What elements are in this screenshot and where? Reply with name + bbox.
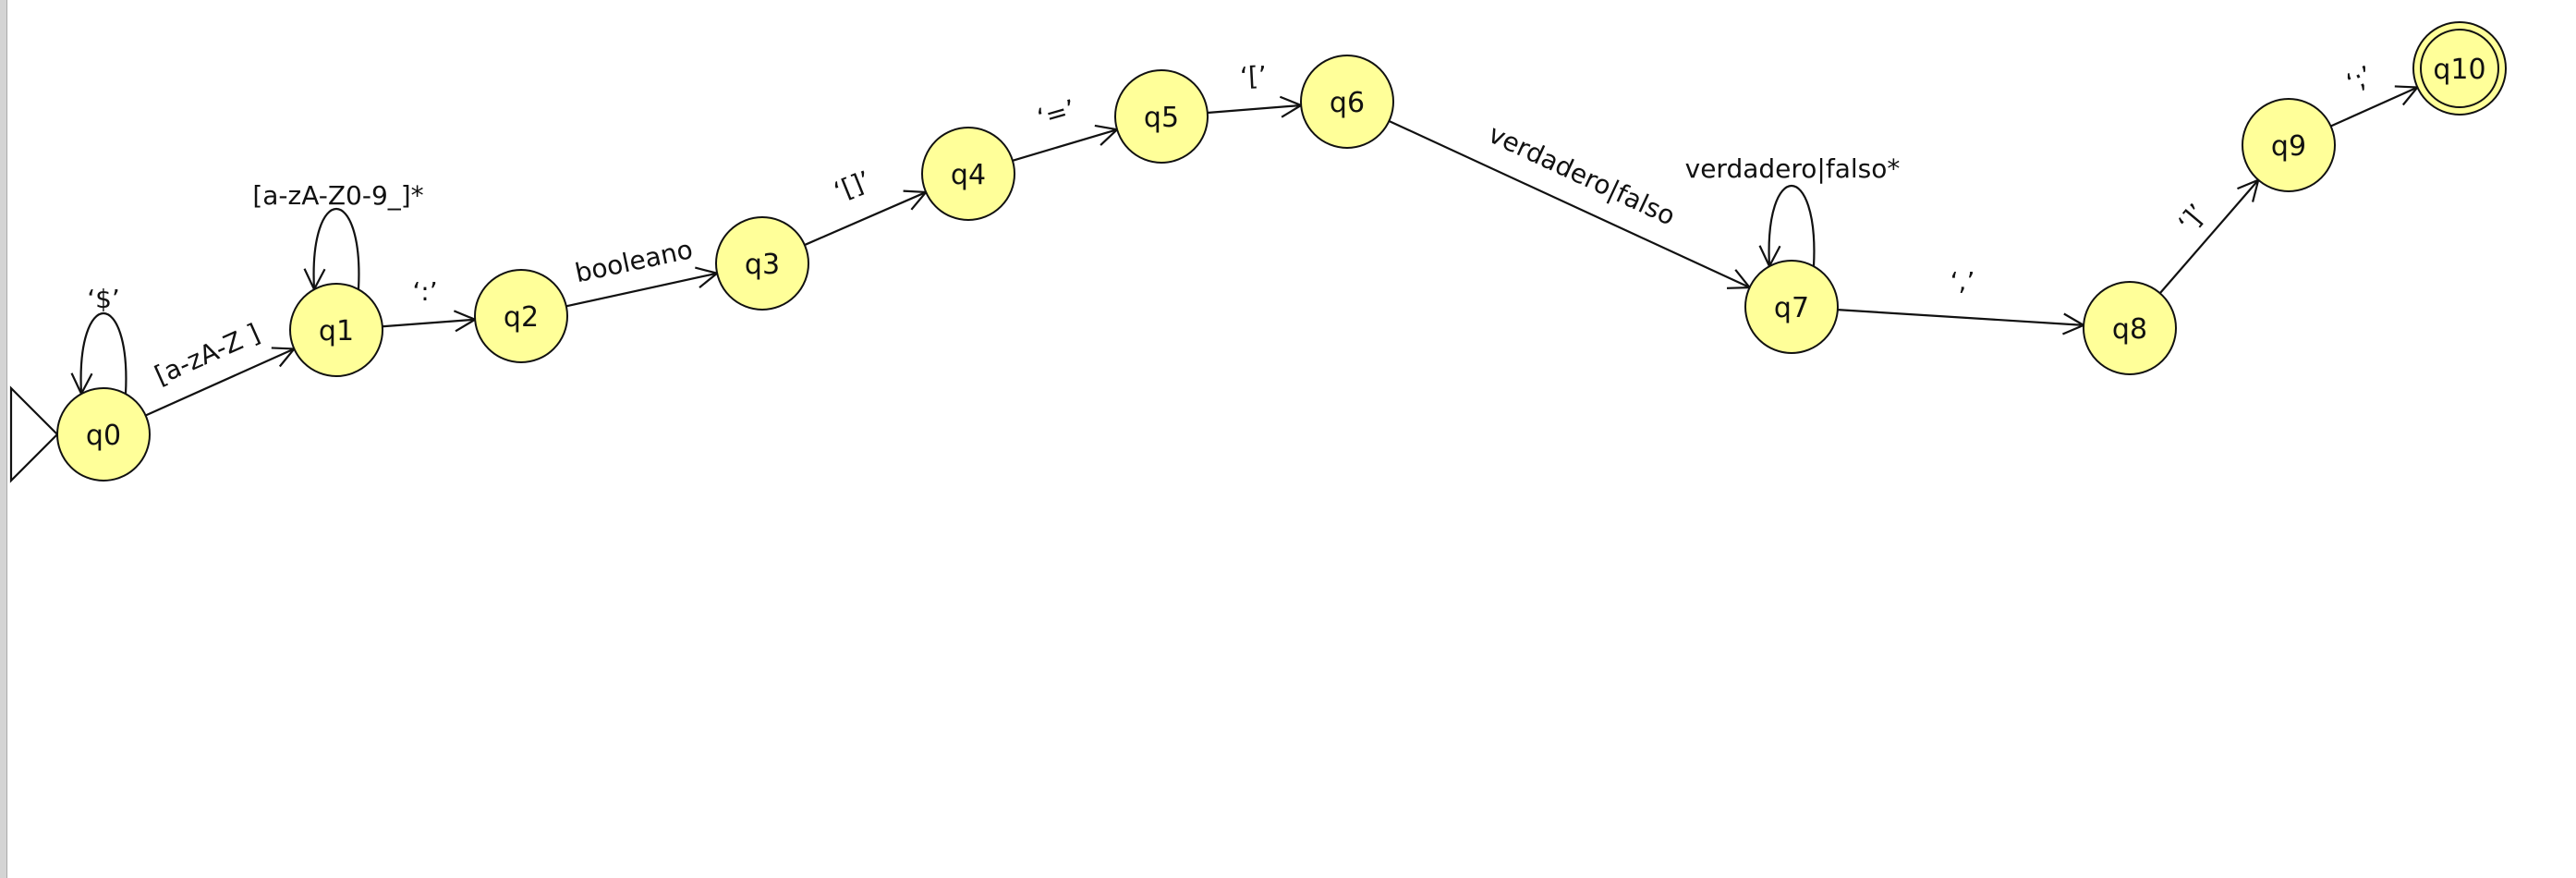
transition-label-q9-q10: ‘;’ [2341, 60, 2377, 99]
transition-label-q7-q7: verdadero|falso* [1685, 153, 1901, 184]
transition-q0-q1 [145, 348, 295, 417]
transition-label-q7-q8: ‘,’ [1950, 266, 1975, 297]
state-q6[interactable]: q6 [1300, 55, 1394, 149]
state-label-q8: q8 [2112, 313, 2147, 346]
state-q4[interactable]: q4 [921, 127, 1015, 221]
state-circle-q7 [1744, 260, 1839, 354]
state-q1[interactable]: q1 [289, 283, 383, 377]
transition-label-q1-q1: [a-zA-Z0-9_]* [252, 180, 423, 211]
state-q3[interactable]: q3 [715, 216, 809, 311]
state-circle-q3 [715, 216, 809, 311]
state-circle-q4 [921, 127, 1015, 221]
initial-state-marker [9, 385, 59, 483]
state-label-q1: q1 [319, 315, 354, 348]
window-left-edge [0, 0, 7, 878]
state-circle-q8 [2083, 281, 2177, 375]
transition-label-q1-q2: ‘:’ [412, 276, 437, 307]
state-label-q6: q6 [1330, 87, 1365, 119]
transitions-layer [9, 85, 2420, 483]
transition-label-q3-q4: ‘[]’ [830, 165, 875, 206]
state-label-q9: q9 [2271, 130, 2306, 163]
transition-label-q8-q9: ‘]’ [2172, 198, 2213, 238]
states-layer: q0 q1 q2 q3 q4 q5 q6 q7 q8 q9 q10 [56, 21, 2507, 482]
state-label-q4: q4 [951, 159, 986, 191]
transition-q4-q5 [1012, 128, 1118, 162]
transition-q6-q7 [1388, 119, 1751, 289]
transition-q5-q6 [1207, 104, 1302, 115]
state-circle-q10 [2412, 21, 2507, 116]
state-label-q10: q10 [2433, 54, 2485, 86]
transition-q8-q9 [2158, 179, 2260, 294]
transition-q3-q4 [804, 190, 927, 247]
state-label-q5: q5 [1144, 102, 1179, 134]
transition-q1-q2 [382, 318, 476, 328]
state-circle-q2 [474, 269, 568, 363]
state-label-q0: q0 [86, 420, 121, 452]
self-loop-q1 [312, 207, 360, 290]
state-label-q3: q3 [745, 249, 780, 281]
state-label-q7: q7 [1774, 292, 1809, 324]
transition-label-q0-q0: ‘$’ [87, 284, 120, 314]
state-circle-q1 [289, 283, 383, 377]
final-ring-q10 [2420, 29, 2499, 108]
state-circle-q5 [1114, 69, 1209, 164]
state-q5[interactable]: q5 [1114, 69, 1209, 164]
transition-label-q4-q5: ‘=’ [1034, 93, 1079, 133]
self-loop-q7 [1768, 184, 1816, 267]
transition-q2-q3 [565, 272, 718, 308]
transition-label-q0-q1: [a-zA-Z ] [150, 318, 264, 391]
state-q7[interactable]: q7 [1744, 260, 1839, 354]
transition-q7-q8 [1837, 309, 2084, 326]
transition-q9-q10 [2330, 86, 2418, 128]
state-q10[interactable]: q10 [2412, 21, 2507, 116]
transition-label-q2-q3: booleano [572, 234, 695, 288]
transition-label-q5-q6: ‘[’ [1239, 60, 1267, 91]
state-q2[interactable]: q2 [474, 269, 568, 363]
self-loop-q0 [79, 311, 128, 395]
transition-label-q6-q7: verdadero|falso [1484, 118, 1680, 231]
state-circle-q0 [56, 387, 151, 482]
state-q9[interactable]: q9 [2242, 98, 2336, 192]
state-q0[interactable]: q0 [56, 387, 151, 482]
state-circle-q9 [2242, 98, 2336, 192]
state-q8[interactable]: q8 [2083, 281, 2177, 375]
state-circle-q6 [1300, 55, 1394, 149]
transition-labels-layer: ‘$’ [a-zA-Z ] [a-zA-Z0-9_]* ‘:’ booleano ‘[]’… [87, 60, 2377, 391]
state-label-q2: q2 [504, 301, 539, 334]
